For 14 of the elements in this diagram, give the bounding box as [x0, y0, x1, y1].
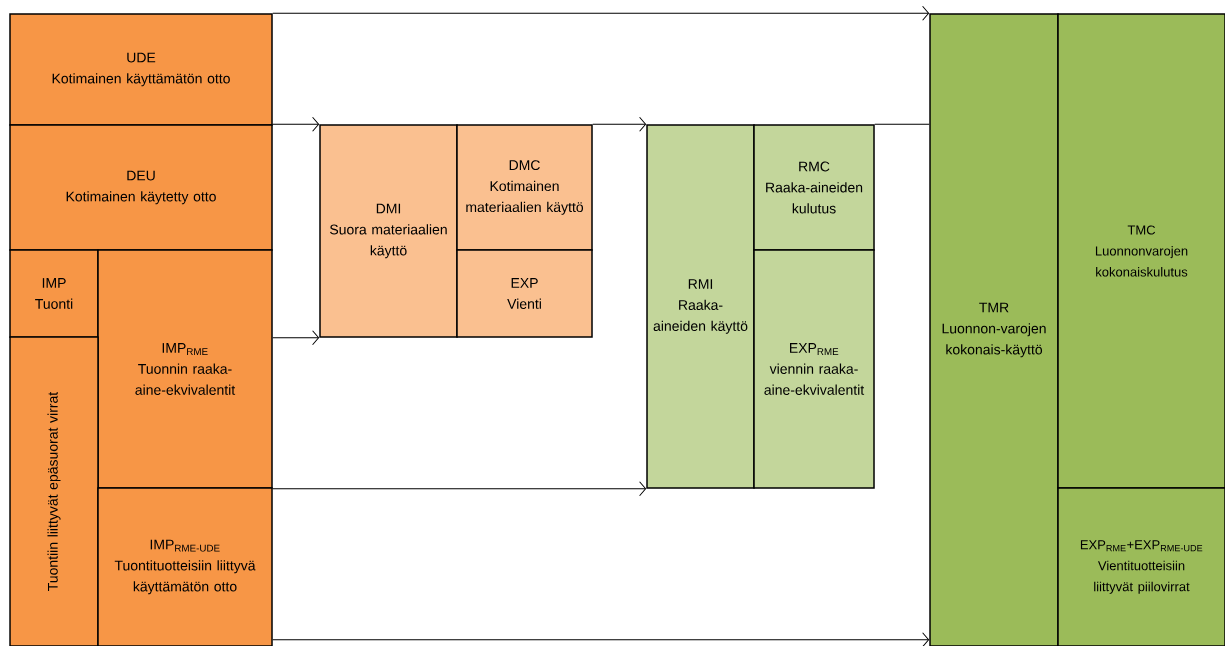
arrow	[272, 5, 930, 21]
arrow	[272, 481, 647, 497]
flow-box: EXP$_{RME}$ viennin raaka-aine-ekvivalentit	[753, 249, 875, 489]
flow-box: EXP Vienti	[456, 249, 593, 338]
flow-box: RMC Raaka-aineiden kulutus	[753, 124, 875, 251]
arrow	[272, 330, 320, 346]
flow-box: IMP Tuonti	[9, 249, 99, 338]
arrow	[272, 116, 320, 132]
flow-box: DMC Kotimainen materiaalien käyttö	[456, 124, 593, 251]
arrow	[592, 116, 647, 132]
arrow	[272, 632, 930, 646]
flow-box: IMP$_{RME-UDE}$ Tuontituotteisiin liittyvä käyttämätön otto	[97, 487, 273, 646]
flow-box: UDE Kotimainen käyttämätön otto	[9, 13, 273, 126]
flow-box: EXP$_{RME}$+EXP$_{RME-UDE}$ Vientituotteisiin liittyvät piilovirrat	[1057, 487, 1225, 646]
